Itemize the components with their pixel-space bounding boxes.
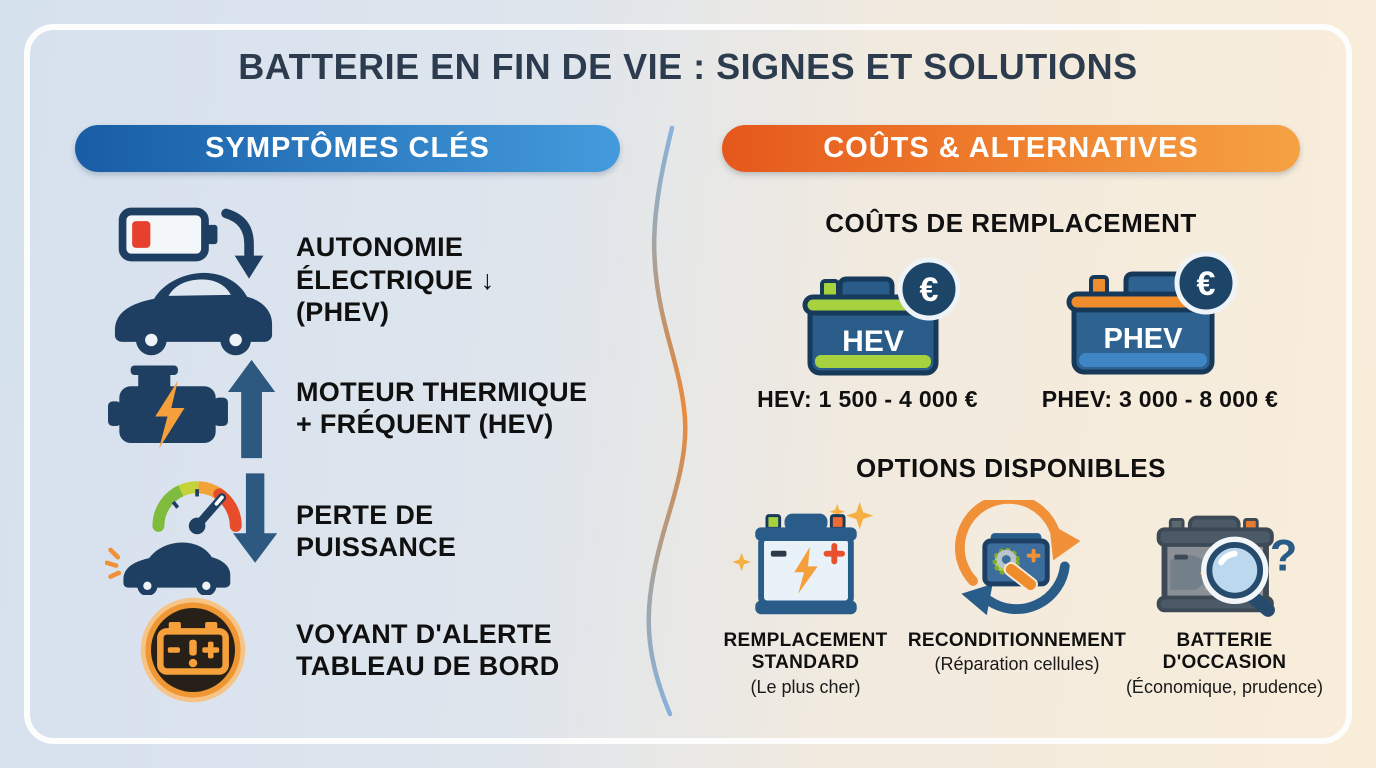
hev-price: HEV: 1 500 - 4 000 € [757,386,978,412]
svg-text:€: € [1197,265,1216,303]
reconditioning-cycle-icon [898,498,1136,622]
hev-battery-euro-icon: HEV € [800,255,965,395]
option-name: REMPLACEMENT STANDARD [723,630,888,674]
option-note: (Économique, prudence) [1125,676,1324,697]
option-note: (Le plus cher) [750,676,861,697]
symptom-label-moteur: MOTEUR THERMIQUE + FRÉQUENT (HEV) [296,376,588,439]
option-note: (Réparation cellules) [934,654,1100,675]
symptom-label-autonomie: AUTONOMIE ÉLECTRIQUE ↓ (PHEV) [296,232,495,328]
euro-badge-icon: € [897,257,961,321]
ev-battery-range-drop-icon [105,200,280,361]
option-batterie-occasion: ? BATTERIE D'OCCASION (Économique, prude… [1112,498,1337,698]
symptom-row-moteur: MOTEUR THERMIQUE + FRÉQUENT (HEV) [105,352,587,464]
svg-text:€: € [920,271,939,309]
spark-lines-icon [105,547,122,579]
symptom-row-puissance: PERTE DE PUISSANCE [105,466,456,596]
phev-battery-euro-icon: PHEV € [1066,250,1244,393]
phev-price: PHEV: 3 000 - 8 000 € [1041,386,1279,412]
lightning-bolt-icon [793,546,818,594]
lightning-bolt-icon [154,380,184,449]
symptom-label-voyant: VOYANT D'ALERTE TABLEAU DE BORD [296,618,560,681]
wavy-divider [646,125,688,717]
hev-badge-label: HEV [842,325,904,358]
symptom-row-voyant: VOYANT D'ALERTE TABLEAU DE BORD [105,596,560,704]
dashboard-battery-warning-icon [105,594,280,706]
symptom-row-autonomie: AUTONOMIE ÉLECTRIQUE ↓ (PHEV) [105,196,495,364]
symptoms-header-label: SYMPTÔMES CLÉS [205,132,490,164]
power-loss-gauge-icon [105,467,280,595]
option-name: BATTERIE D'OCCASION [1162,630,1287,674]
options-title: OPTIONS DISPONIBLES [856,453,1166,483]
up-arrow-icon [227,359,275,458]
combustion-engine-increase-icon [105,354,280,463]
alternatives-header-label: COÛTS & ALTERNATIVES [823,132,1199,164]
used-battery-inspection-icon: ? [1112,498,1337,622]
question-mark: ? [1269,529,1296,580]
alternatives-header-pill: COÛTS & ALTERNATIVES [722,125,1300,172]
replacement-costs-title: COÛTS DE REMPLACEMENT [825,208,1197,238]
down-arrow-icon [233,473,278,563]
symptoms-header-pill: SYMPTÔMES CLÉS [75,125,620,172]
option-remplacement-standard: REMPLACEMENT STANDARD (Le plus cher) [698,498,913,698]
wrench-icon [1003,561,1038,592]
magnifier-icon [1200,536,1275,617]
euro-badge-icon: € [1174,251,1238,315]
phev-badge-label: PHEV [1104,323,1184,355]
standard-replacement-battery-icon [698,498,913,622]
option-reconditionnement: RECONDITIONNEMENT (Réparation cellules) [898,498,1136,675]
symptom-label-puissance: PERTE DE PUISSANCE [296,499,457,562]
page-title: BATTERIE EN FIN DE VIE : SIGNES ET SOLUT… [238,46,1138,87]
option-name: RECONDITIONNEMENT [907,630,1127,651]
